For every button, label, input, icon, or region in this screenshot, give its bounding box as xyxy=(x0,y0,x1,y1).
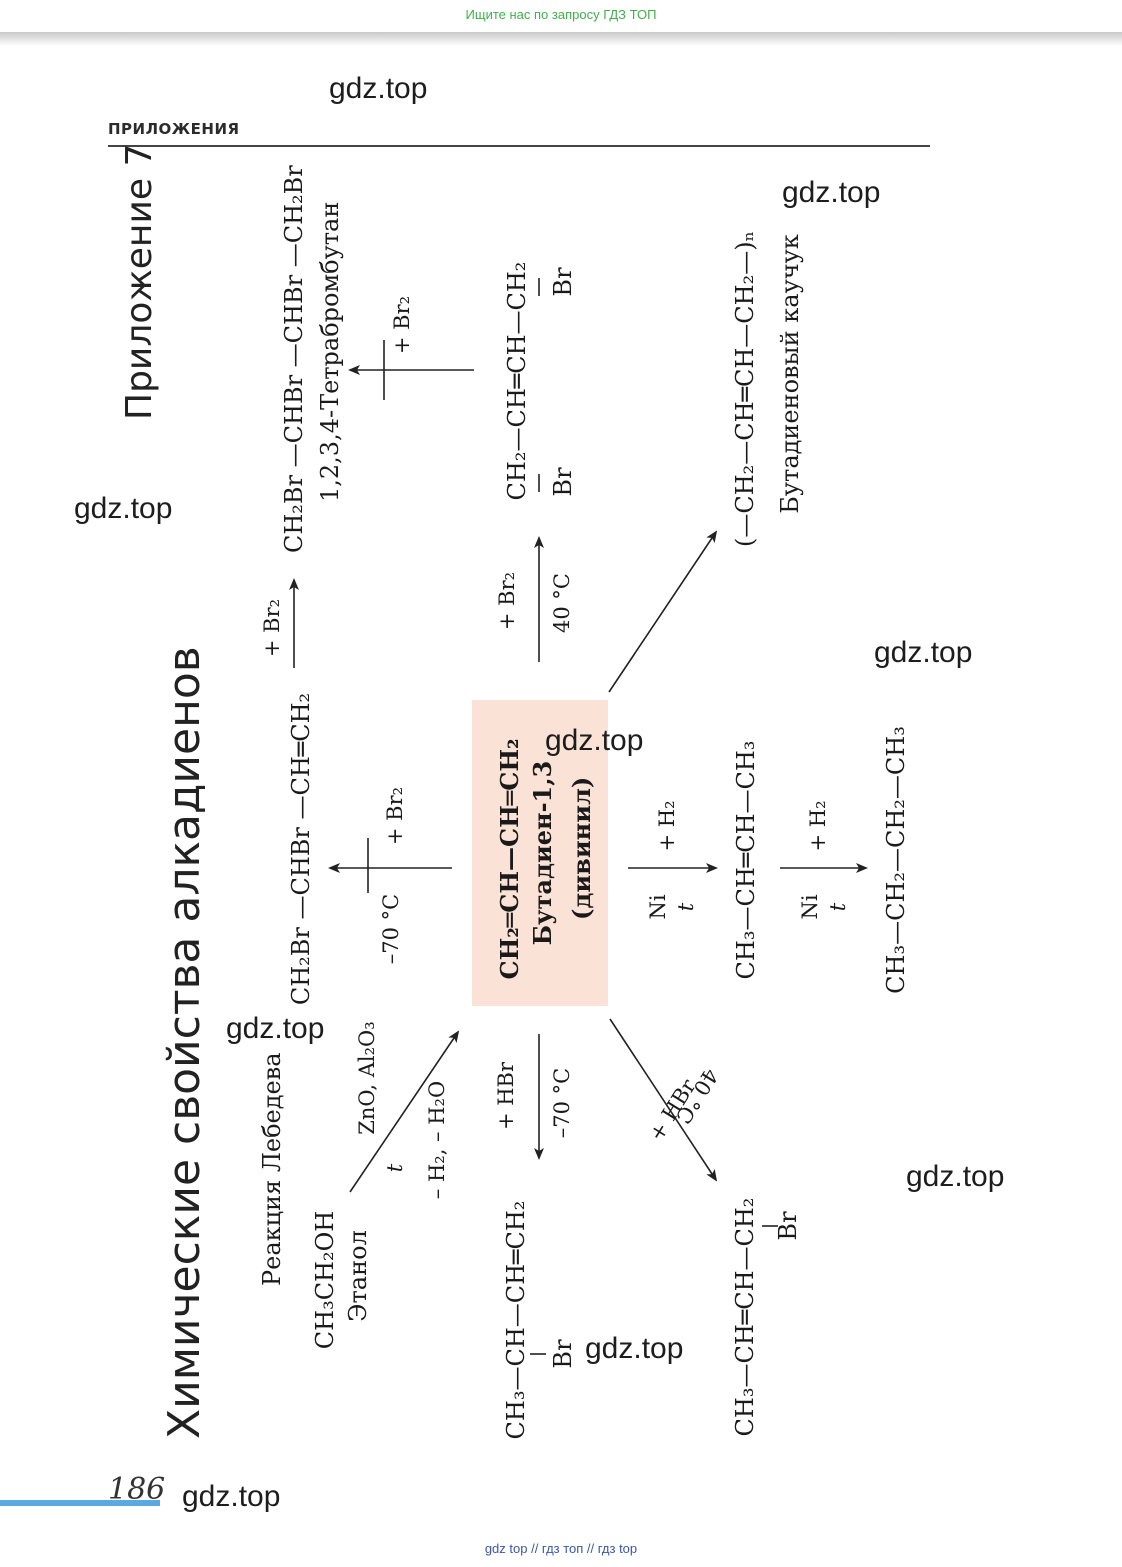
watermark-6: gdz.top xyxy=(226,1012,325,1045)
watermark-5: gdz.top xyxy=(545,724,644,757)
section-rule xyxy=(108,145,930,147)
center-highlight-box xyxy=(472,700,608,1006)
top-shadow xyxy=(0,32,1122,46)
arrow-hbr-warm xyxy=(609,1018,718,1182)
watermark-3: gdz.top xyxy=(74,492,173,525)
arrow-lebedev xyxy=(349,1030,460,1193)
watermark-7: gdz.top xyxy=(906,1160,1005,1193)
watermark-4: gdz.top xyxy=(874,636,973,669)
section-label: ПРИЛОЖЕНИЯ xyxy=(108,120,240,138)
watermark-9: gdz.top xyxy=(182,1480,281,1513)
watermark-2: gdz.top xyxy=(782,176,881,209)
arrow-polymer xyxy=(608,530,718,693)
top-banner: Ищите нас по запросу ГДЗ ТОП xyxy=(0,0,1122,32)
page-number-bar xyxy=(0,1500,160,1506)
watermark-8: gdz.top xyxy=(585,1332,684,1365)
watermark-1: gdz.top xyxy=(329,72,428,105)
footer-links: gdz top // гдз топ // гдз top xyxy=(484,1541,638,1556)
